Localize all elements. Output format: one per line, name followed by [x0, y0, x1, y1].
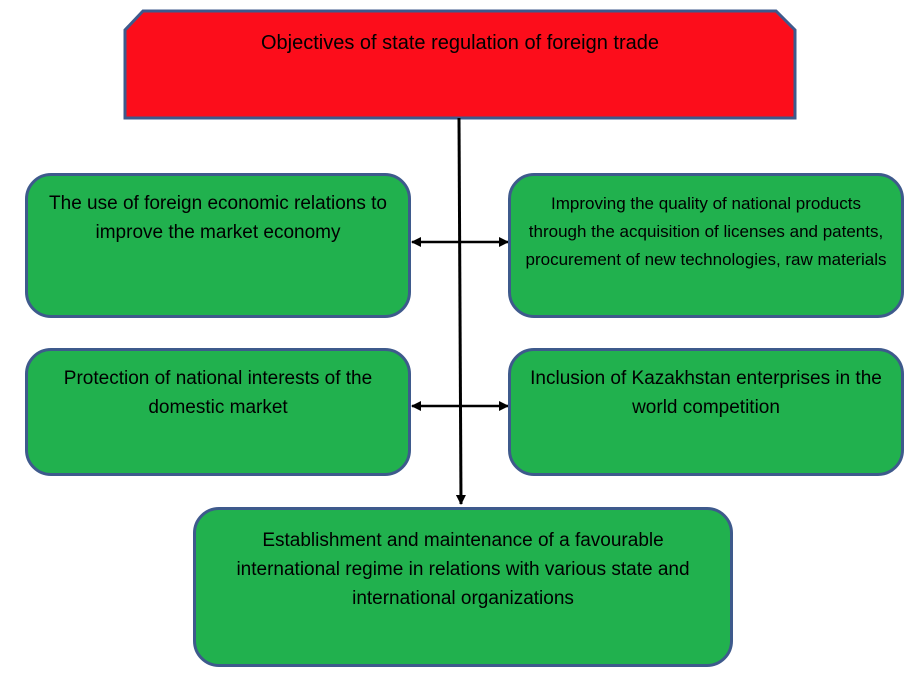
objective-box-national-interests: Protection of national interests of the … [25, 348, 411, 476]
objective-label: Protection of national interests of the … [63, 368, 373, 418]
objective-label: The use of foreign economic relations to… [49, 193, 387, 243]
main-flow-arrow [455, 117, 466, 505]
header-box [123, 9, 797, 120]
diagram-title: Objectives of state regulation of foreig… [260, 32, 659, 54]
objective-box-international-regime: Establishment and maintenance of a favou… [193, 507, 733, 667]
objective-label: Inclusion of Kazakhstan enterprises in t… [530, 368, 882, 418]
objective-box-product-quality: Improving the quality of national produc… [508, 173, 904, 318]
objective-label: Improving the quality of national produc… [525, 194, 887, 269]
objective-box-world-competition: Inclusion of Kazakhstan enterprises in t… [508, 348, 904, 476]
objective-box-market-economy: The use of foreign economic relations to… [25, 173, 411, 318]
objective-label: Establishment and maintenance of a favou… [236, 530, 690, 609]
